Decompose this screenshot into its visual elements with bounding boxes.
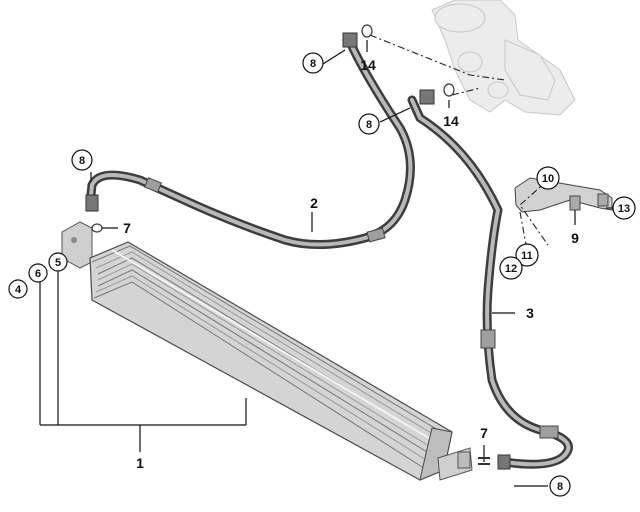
callout-4: 4 — [8, 279, 28, 299]
svg-text:10: 10 — [542, 173, 554, 185]
callout-7-lower: 7 — [480, 425, 488, 441]
svg-text:2: 2 — [310, 195, 318, 211]
callout-7-upper: 7 — [123, 220, 131, 236]
callout-5: 5 — [48, 252, 68, 272]
svg-text:8: 8 — [366, 119, 372, 131]
svg-text:9: 9 — [571, 230, 579, 246]
callout-9: 9 — [571, 230, 579, 246]
callout-1: 1 — [136, 455, 144, 471]
svg-text:5: 5 — [55, 257, 61, 269]
callout-2: 2 — [310, 195, 318, 211]
callout-10: 10 — [536, 166, 560, 190]
oil-cooler — [61, 221, 473, 481]
callout-13: 13 — [612, 196, 636, 220]
svg-text:8: 8 — [557, 481, 563, 493]
svg-text:3: 3 — [526, 305, 534, 321]
callout-14-bottom: 14 — [443, 113, 459, 129]
callout-8-top: 8 — [302, 52, 324, 74]
svg-text:14: 14 — [360, 57, 376, 73]
svg-text:13: 13 — [618, 203, 630, 215]
svg-text:11: 11 — [521, 250, 533, 262]
callout-12: 12 — [499, 256, 523, 280]
svg-text:1: 1 — [136, 455, 144, 471]
svg-text:8: 8 — [310, 58, 316, 70]
svg-text:7: 7 — [480, 425, 488, 441]
callout-3: 3 — [526, 305, 534, 321]
engine-oil-filter-housing — [431, 0, 576, 116]
svg-text:12: 12 — [505, 263, 517, 275]
callout-8-bottom: 8 — [549, 475, 571, 497]
oil-line-2 — [85, 32, 415, 249]
callout-14-top: 14 — [360, 57, 376, 73]
mounting-bracket — [514, 177, 613, 213]
seal-rings — [91, 24, 490, 465]
svg-text:6: 6 — [35, 268, 41, 280]
callout-8-left: 8 — [71, 149, 93, 171]
svg-text:7: 7 — [123, 220, 131, 236]
svg-text:4: 4 — [15, 284, 22, 296]
svg-text:8: 8 — [79, 155, 85, 167]
oil-line-3 — [407, 89, 573, 470]
callout-8-middle: 8 — [358, 113, 380, 135]
callout-6: 6 — [28, 263, 48, 283]
svg-text:14: 14 — [443, 113, 459, 129]
callout-11: 11 — [515, 243, 539, 267]
